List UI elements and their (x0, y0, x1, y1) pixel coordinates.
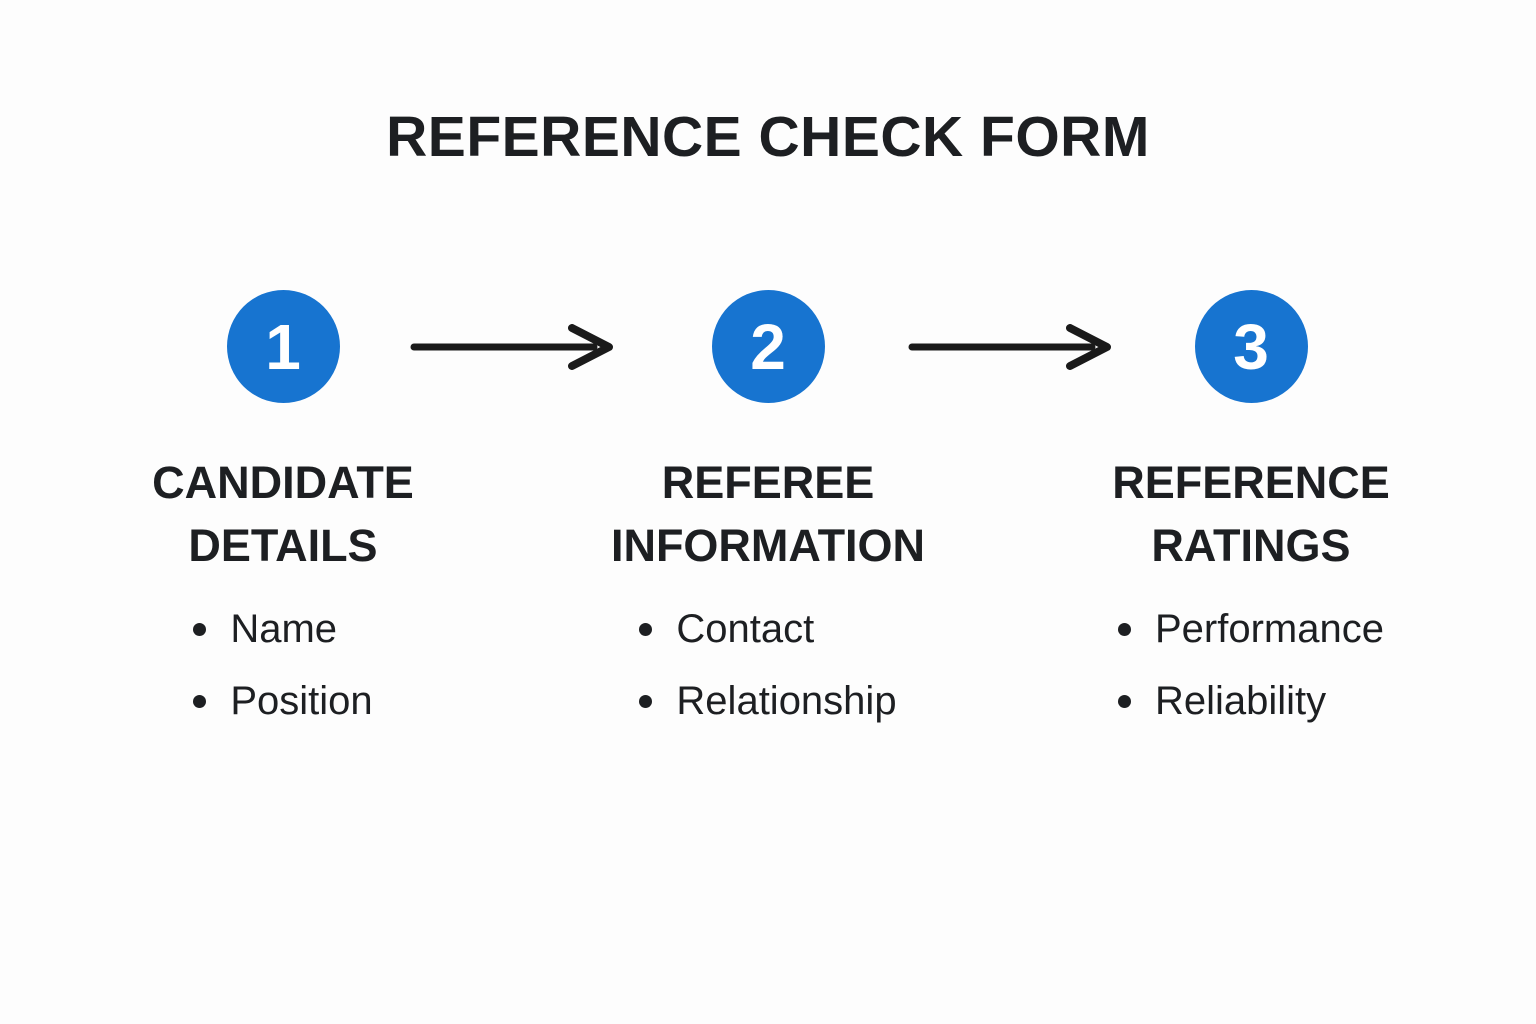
step-1-item-list: Name Position (193, 605, 373, 749)
list-item: Reliability (1118, 677, 1384, 725)
step-1-number: 1 (265, 310, 301, 383)
arrow-right-icon (908, 324, 1111, 370)
step-3-heading: REFERENCE RATINGS (1112, 457, 1390, 571)
step-candidate-details: 1 CANDIDATE DETAILS Name Position (63, 290, 503, 749)
bullet-icon (1118, 694, 1131, 708)
list-item-label: Name (230, 607, 338, 651)
step-2-number: 2 (750, 310, 786, 383)
step-reference-ratings: 3 REFERENCE RATINGS Performance Reliabil… (1031, 290, 1471, 749)
list-item-label: Relationship (676, 679, 897, 723)
step-3-item-list: Performance Reliability (1118, 605, 1384, 749)
list-item-label: Reliability (1155, 679, 1327, 723)
bullet-icon (639, 694, 653, 708)
bullet-icon (193, 622, 207, 636)
step-3-number: 3 (1233, 310, 1269, 383)
step-2-badge: 2 (711, 290, 825, 403)
bullet-icon (193, 694, 207, 708)
step-referee-information: 2 REFEREE INFORMATION Contact Relationsh… (548, 290, 988, 749)
step-2-item-list: Contact Relationship (639, 605, 897, 749)
list-item: Relationship (639, 677, 897, 725)
arrow-right-icon (410, 324, 613, 370)
list-item: Contact (639, 605, 896, 653)
step-1-badge: 1 (226, 290, 340, 403)
bullet-icon (1118, 622, 1131, 636)
list-item-label: Position (230, 679, 373, 723)
list-item: Performance (1118, 605, 1384, 653)
step-3-badge: 3 (1194, 290, 1308, 403)
list-item: Name (193, 605, 372, 653)
step-1-heading: CANDIDATE DETAILS (152, 457, 414, 571)
list-item-label: Performance (1155, 607, 1384, 651)
list-item-label: Contact (676, 607, 815, 651)
list-item: Position (193, 677, 373, 725)
page-title: REFERENCE CHECK FORM (386, 105, 1150, 169)
step-2-heading: REFEREE INFORMATION (610, 457, 926, 571)
bullet-icon (639, 622, 653, 636)
